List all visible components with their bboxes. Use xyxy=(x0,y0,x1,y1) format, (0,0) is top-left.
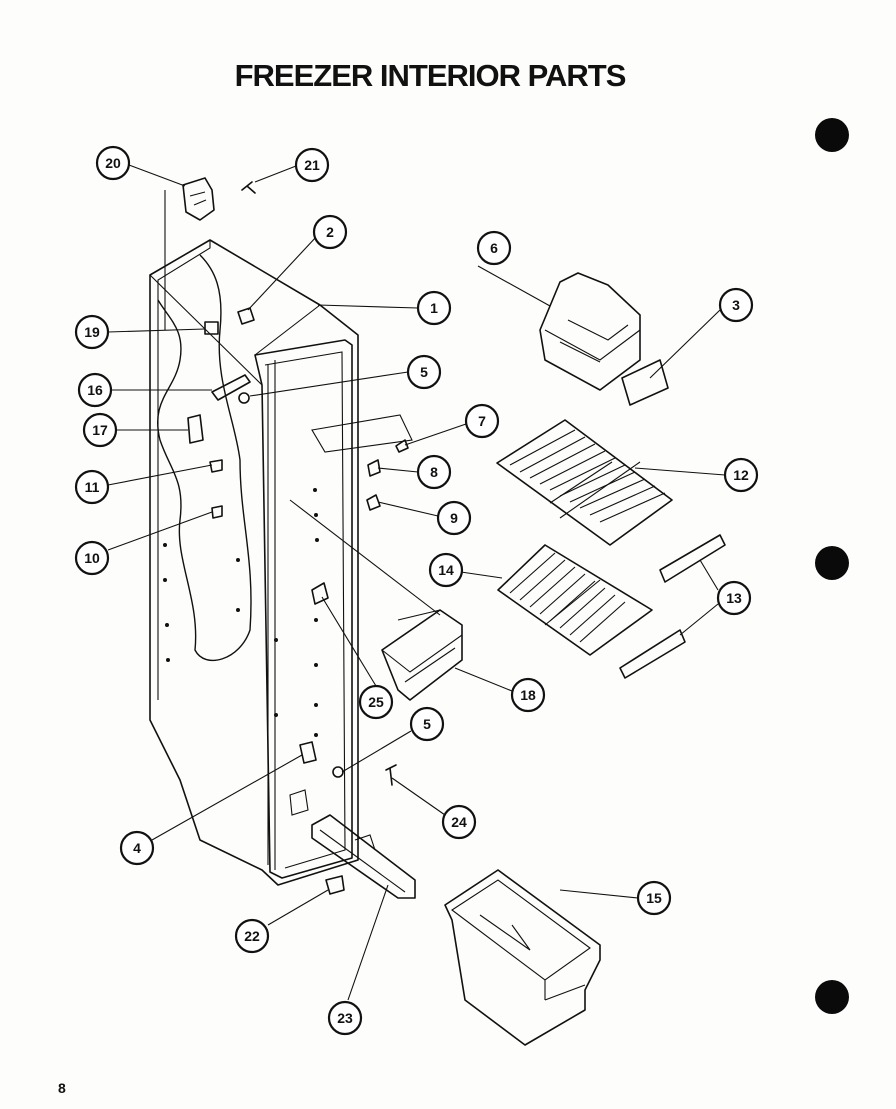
callout-label: 15 xyxy=(646,890,662,906)
callout-11: 11 xyxy=(74,469,110,505)
callout-label: 7 xyxy=(478,413,486,429)
callout-6: 6 xyxy=(476,230,512,266)
callout-12: 12 xyxy=(723,457,759,493)
callout-3: 3 xyxy=(718,287,754,323)
callout-23: 23 xyxy=(327,1000,363,1036)
callout-label: 13 xyxy=(726,590,742,606)
callout-label: 19 xyxy=(84,324,100,340)
callout-label: 3 xyxy=(732,297,740,313)
callout-label: 20 xyxy=(105,155,121,171)
callout-13: 13 xyxy=(716,580,752,616)
wire-shelf-part-14 xyxy=(497,544,653,656)
thermostat-part-20 xyxy=(164,177,215,330)
callout-label: 11 xyxy=(85,479,100,495)
diagram-title: FREEZER INTERIOR PARTS xyxy=(234,58,627,93)
callout-5-upper: 5 xyxy=(406,354,442,390)
callout-22: 22 xyxy=(234,918,270,954)
callout-label: 18 xyxy=(520,687,536,703)
callout-10: 10 xyxy=(74,540,110,576)
callout-16: 16 xyxy=(77,372,113,408)
callout-label: 8 xyxy=(430,464,438,480)
freezer-bin-part-15 xyxy=(444,869,601,1046)
callout-15: 15 xyxy=(636,880,672,916)
ice-bucket-part-6 xyxy=(539,272,641,391)
callout-label: 17 xyxy=(92,422,108,438)
callout-7: 7 xyxy=(464,403,500,439)
callout-label: 5 xyxy=(420,364,428,380)
callout-label: 12 xyxy=(733,467,749,483)
callout-14: 14 xyxy=(428,552,464,588)
callout-label: 16 xyxy=(87,382,103,398)
callout-24: 24 xyxy=(441,804,477,840)
callout-4: 4 xyxy=(119,830,155,866)
callout-label: 4 xyxy=(133,840,141,856)
callout-17: 17 xyxy=(82,412,118,448)
callout-8: 8 xyxy=(416,454,452,490)
freezer-liner xyxy=(149,239,359,886)
callout-2: 2 xyxy=(312,214,348,250)
callout-9: 9 xyxy=(436,500,472,536)
callout-label: 9 xyxy=(450,510,458,526)
callout-20: 20 xyxy=(95,145,131,181)
callout-19: 19 xyxy=(74,314,110,350)
callout-label: 6 xyxy=(490,240,498,256)
callout-label: 24 xyxy=(451,814,467,830)
callout-21: 21 xyxy=(294,147,330,183)
callout-label: 14 xyxy=(438,562,454,578)
callout-label: 23 xyxy=(337,1010,353,1026)
callout-1: 1 xyxy=(416,290,452,326)
page-number: 8 xyxy=(58,1080,66,1096)
callout-label: 25 xyxy=(368,694,384,710)
callout-label: 10 xyxy=(84,550,100,566)
binder-hole-middle xyxy=(815,546,849,580)
callout-label: 21 xyxy=(304,157,320,173)
callout-label: 5 xyxy=(423,716,431,732)
callout-label: 1 xyxy=(430,300,438,316)
binder-hole-bottom xyxy=(815,980,849,1014)
callout-5-lower: 5 xyxy=(409,706,445,742)
callout-label: 2 xyxy=(326,224,334,240)
wire-shelf-part-12 xyxy=(496,419,673,546)
drawer-cover-part-18 xyxy=(381,609,463,701)
callout-18: 18 xyxy=(510,677,546,713)
drawer-rail-part-23 xyxy=(311,814,416,899)
callout-25: 25 xyxy=(358,684,394,720)
callout-label: 22 xyxy=(244,928,260,944)
binder-hole-top xyxy=(815,118,849,152)
